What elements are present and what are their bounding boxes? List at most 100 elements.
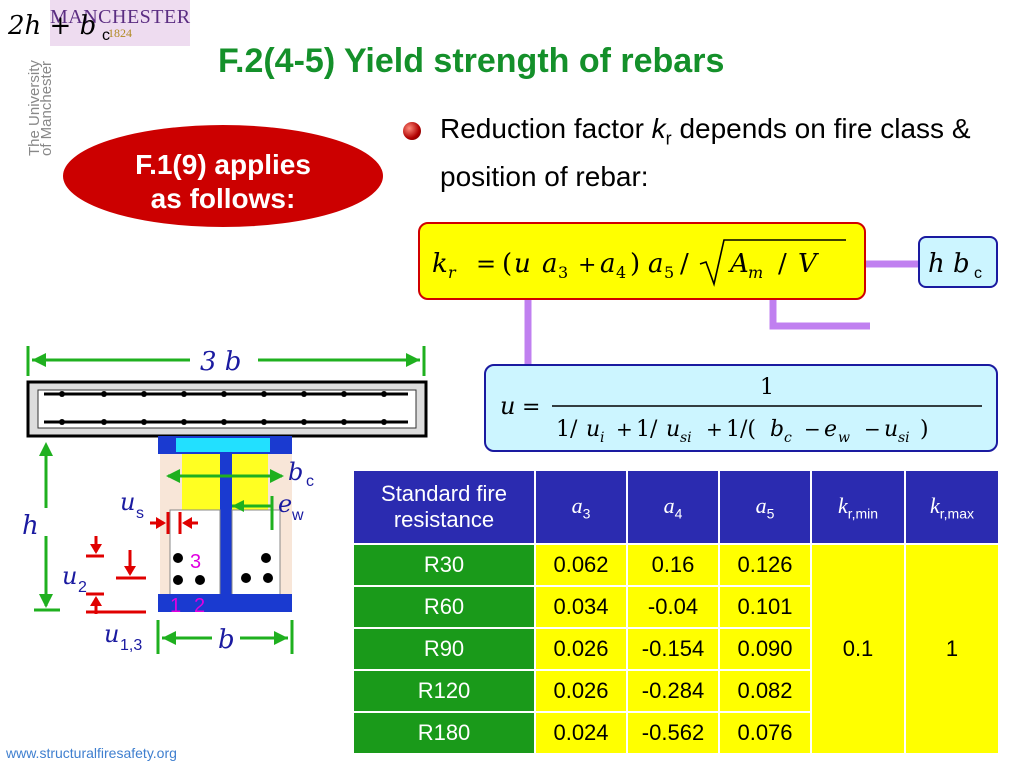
svg-text:b: b xyxy=(770,417,784,442)
table-row: R30 0.062 0.16 0.126 0.1 1 xyxy=(352,543,1000,755)
label-ew-w: w xyxy=(291,507,304,524)
applies-callout: F.1(9) applies as follows: xyxy=(60,122,386,230)
svg-text:): ) xyxy=(630,249,640,279)
slide-title: F.2(4-5) Yield strength of rebars xyxy=(218,42,725,80)
svg-text:u: u xyxy=(586,417,600,442)
label-h: h xyxy=(22,511,39,541)
university-line-2: of Manchester xyxy=(38,61,52,156)
rebar-label-1: 1 xyxy=(170,595,181,617)
label-b: b xyxy=(218,625,235,655)
svg-text:si: si xyxy=(898,430,910,446)
label-us-s: s xyxy=(136,505,144,522)
svg-text:k: k xyxy=(432,249,448,279)
dimension-ew: e w xyxy=(232,490,304,530)
applies-line-1: F.1(9) applies xyxy=(135,149,311,180)
logo-year: 1824 xyxy=(108,26,132,40)
cell-rating: R30 xyxy=(352,543,536,587)
dimension-bc: b c xyxy=(166,458,314,490)
svg-text:w: w xyxy=(838,430,850,446)
rebar-label-2: 2 xyxy=(194,595,205,617)
svg-text:1/: 1/ xyxy=(556,417,578,442)
table-row: R90 0.026 -0.154 0.090 xyxy=(352,627,999,671)
cell-a4: -0.284 xyxy=(626,669,720,713)
svg-text:u: u xyxy=(884,417,898,442)
header-kr-max: kr,max xyxy=(904,469,1000,545)
dimension-us: u s xyxy=(120,488,198,534)
u-formula-box: u = 1 1/ u i + 1/ u si + 1/( b c − e w −… xyxy=(484,364,998,452)
chamber-rebars xyxy=(173,553,273,585)
svg-text:+: + xyxy=(616,417,633,441)
desc-symbol: k xyxy=(651,113,666,144)
svg-text:3: 3 xyxy=(558,263,568,282)
dimension-3b: 3 b xyxy=(26,346,426,377)
header-fire-resistance-text: Standard fire resistance xyxy=(381,481,507,532)
cell-a4: -0.562 xyxy=(626,711,720,755)
cell-a4: 0.16 xyxy=(626,543,720,587)
desc-part-2: depends on fire class & position of reba… xyxy=(440,113,971,192)
svg-text:A: A xyxy=(728,249,749,279)
cell-a5: 0.082 xyxy=(718,669,812,713)
slab-rebars xyxy=(59,391,387,425)
svg-text:a: a xyxy=(648,249,664,279)
header-kr-min: kr,min xyxy=(810,469,906,545)
svg-text:(: ( xyxy=(502,249,512,279)
label-3b: 3 b xyxy=(200,347,241,377)
reduction-factor-table: Standard fire resistance a3 a4 a5 kr,min… xyxy=(352,469,1000,755)
university-logo: MANCHESTER 1824 xyxy=(50,0,190,46)
svg-text:V: V xyxy=(798,249,819,279)
header-a4: a4 xyxy=(626,469,720,545)
cell-rating: R180 xyxy=(352,711,536,755)
svg-text:si: si xyxy=(680,430,692,446)
cell-a5: 0.090 xyxy=(718,627,812,671)
label-bc-c: c xyxy=(306,473,314,490)
cell-a4: -0.154 xyxy=(626,627,720,671)
university-vertical-label: The University of Manchester xyxy=(26,60,52,156)
cell-a5: 0.101 xyxy=(718,585,812,629)
svg-text:h b: h b xyxy=(928,249,970,279)
svg-text:−: − xyxy=(804,417,821,441)
svg-text:2h + b: 2h + b xyxy=(7,11,96,41)
svg-text:c: c xyxy=(974,265,982,282)
hb-formula: h b c xyxy=(928,249,982,282)
cell-a3: 0.034 xyxy=(534,585,628,629)
svg-text:+: + xyxy=(578,253,596,278)
cell-a3: 0.026 xyxy=(534,669,628,713)
bullet-icon xyxy=(403,122,421,140)
header-fire-resistance: Standard fire resistance xyxy=(352,469,536,545)
kr-formula-box: k r = ( u a 3 + a 4 ) a 5 / A m / V xyxy=(418,222,866,300)
desc-part-1: Reduction factor xyxy=(440,113,652,144)
label-u13-sub: 1,3 xyxy=(120,637,142,654)
cell-rating: R120 xyxy=(352,669,536,713)
kr-formula: k r = ( u a 3 + a 4 ) a 5 / A m / V xyxy=(432,239,846,287)
dimension-u2: u 2 xyxy=(62,536,146,614)
dimension-b: b xyxy=(156,620,294,655)
cell-a3: 0.062 xyxy=(534,543,628,587)
cell-rating: R90 xyxy=(352,627,536,671)
svg-text:1: 1 xyxy=(760,375,774,400)
svg-text:/: / xyxy=(680,249,689,279)
footer-url[interactable]: www.structuralfiresafety.org xyxy=(6,745,177,761)
cell-a3: 0.026 xyxy=(534,627,628,671)
svg-text:5: 5 xyxy=(664,263,674,282)
label-us-u: u xyxy=(120,488,135,516)
svg-text:1/: 1/ xyxy=(636,417,658,442)
svg-text:u: u xyxy=(666,417,680,442)
svg-text:+: + xyxy=(706,417,723,441)
rebar-label-3: 3 xyxy=(190,551,201,573)
svg-text:=: = xyxy=(522,395,540,420)
hb-formula-box: h b c xyxy=(918,236,998,288)
svg-text:e: e xyxy=(824,417,837,442)
cell-a5: 0.076 xyxy=(718,711,812,755)
label-u13-u: u xyxy=(104,620,119,648)
dimension-h: h xyxy=(22,442,60,612)
reduction-factor-description: Reduction factor kr depends on fire clas… xyxy=(440,110,1000,196)
cross-section-diagram: 3 b h 3 1 2 b c e xyxy=(22,346,428,655)
svg-text:): ) xyxy=(920,417,929,442)
svg-text:m: m xyxy=(748,263,763,282)
header-a5: a5 xyxy=(718,469,812,545)
label-bc-b: b xyxy=(288,458,303,486)
applies-line-2: as follows: xyxy=(150,183,296,214)
table-row: R60 0.034 -0.04 0.101 xyxy=(352,585,999,629)
steel-web xyxy=(220,454,232,604)
